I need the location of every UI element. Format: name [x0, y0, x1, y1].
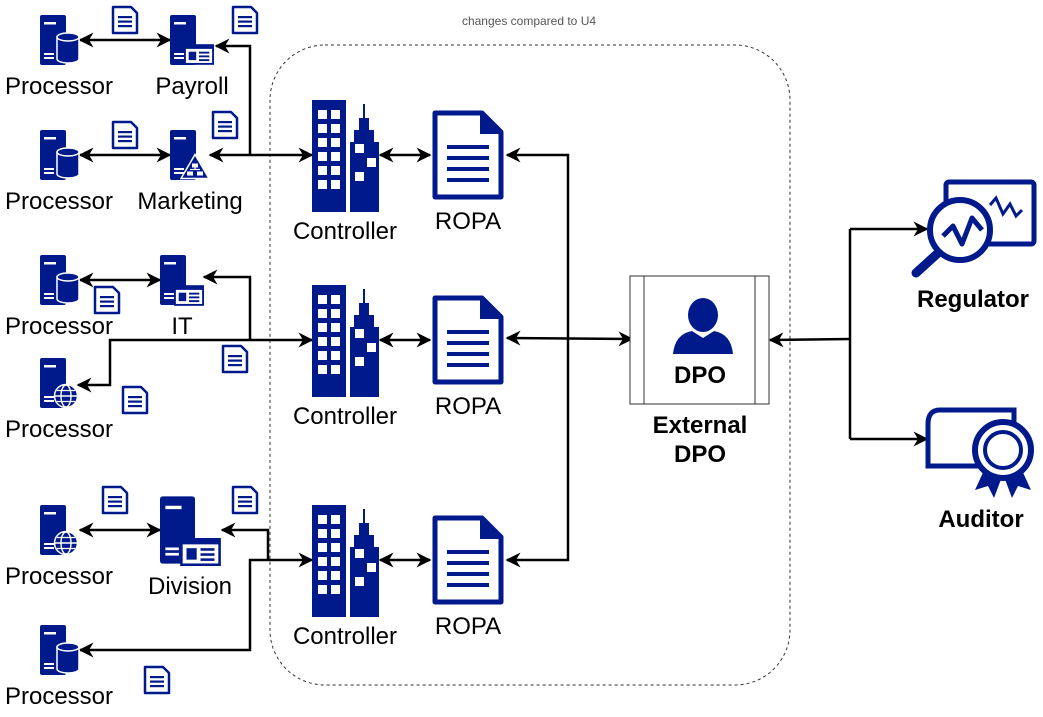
document-icon — [93, 285, 121, 315]
document-icon — [143, 665, 171, 695]
edge-processor-controller3 — [78, 552, 314, 658]
processor-node-5: Processor — [5, 505, 113, 590]
magnifier-chart-icon — [911, 179, 1037, 278]
database-icon — [56, 147, 80, 179]
controller-node-2: Controller — [293, 285, 397, 430]
controller-label: Controller — [293, 403, 397, 430]
regulator-label: Regulator — [917, 286, 1029, 313]
globe-icon — [53, 383, 79, 409]
edge-ropa-dpo — [505, 330, 634, 347]
document-icon — [111, 120, 139, 150]
building-icon — [312, 100, 379, 212]
database-icon — [56, 642, 80, 674]
ropa-label: ROPA — [435, 613, 501, 640]
database-icon — [56, 272, 80, 304]
payroll-label: Payroll — [155, 73, 228, 100]
edge-processor-controller2 — [76, 332, 314, 393]
ropa-document-icon — [435, 298, 501, 382]
ropa-node-1: ROPA — [435, 113, 501, 235]
processor-label: Processor — [5, 188, 113, 215]
certificate-icon — [925, 407, 1034, 498]
marketing-node: Marketing — [137, 130, 243, 215]
document-icon — [231, 485, 259, 515]
edge-ropa-bus — [505, 147, 570, 568]
dpo-caption-line2: DPO — [674, 441, 726, 468]
division-label: Division — [148, 573, 232, 600]
controller-label: Controller — [293, 218, 397, 245]
document-icon — [211, 110, 239, 140]
application-window-icon — [180, 538, 221, 566]
processor-node-3: Processor — [5, 255, 113, 340]
edge-division-branch — [220, 522, 270, 560]
building-icon — [312, 285, 379, 397]
it-node: IT — [160, 255, 204, 340]
ropa-label: ROPA — [435, 393, 501, 420]
division-node: Division — [148, 496, 232, 600]
processor-label: Processor — [5, 73, 113, 100]
dpo-inner-label: DPO — [674, 362, 726, 389]
ropa-document-icon — [435, 113, 501, 197]
application-window-icon — [184, 44, 214, 65]
controller-label: Controller — [293, 623, 397, 650]
auditor-node: Auditor — [925, 407, 1034, 533]
ropa-node-2: ROPA — [435, 298, 501, 420]
ropa-label: ROPA — [435, 208, 501, 235]
document-icon — [101, 485, 129, 515]
dpo-caption-line1: External — [653, 412, 748, 439]
processor-label: Processor — [5, 416, 113, 443]
processor-label: Processor — [5, 683, 113, 710]
container-note: changes compared to U4 — [462, 14, 596, 28]
processor-node-2: Processor — [5, 130, 113, 215]
auditor-label: Auditor — [938, 506, 1023, 533]
processor-node-4: Processor — [5, 358, 113, 443]
database-icon — [56, 32, 80, 64]
connectors — [76, 32, 929, 658]
marketing-label: Marketing — [137, 188, 242, 215]
external-dpo-node: DPO External DPO — [629, 275, 770, 468]
document-icon — [121, 385, 149, 415]
controller-node-3: Controller — [293, 505, 397, 650]
document-icon — [231, 5, 259, 35]
edge-dpo-authorities — [768, 332, 851, 348]
payroll-node: Payroll — [155, 15, 229, 100]
regulator-node: Regulator — [911, 179, 1037, 313]
processor-node-1: Processor — [5, 15, 113, 100]
building-icon — [312, 505, 379, 617]
edge-payroll-branch — [214, 38, 252, 155]
globe-icon — [53, 530, 79, 556]
ropa-document-icon — [435, 518, 501, 602]
ropa-node-3: ROPA — [435, 518, 501, 640]
person-icon — [673, 298, 733, 354]
document-icon — [221, 344, 249, 374]
processor-node-6: Processor — [5, 625, 113, 710]
controller-node-1: Controller — [293, 100, 397, 245]
processor-label: Processor — [5, 313, 113, 340]
application-window-icon — [174, 285, 204, 306]
it-label: IT — [171, 313, 193, 340]
document-icon — [111, 5, 139, 35]
processor-label: Processor — [5, 563, 113, 590]
edge-it-branch — [202, 269, 252, 340]
